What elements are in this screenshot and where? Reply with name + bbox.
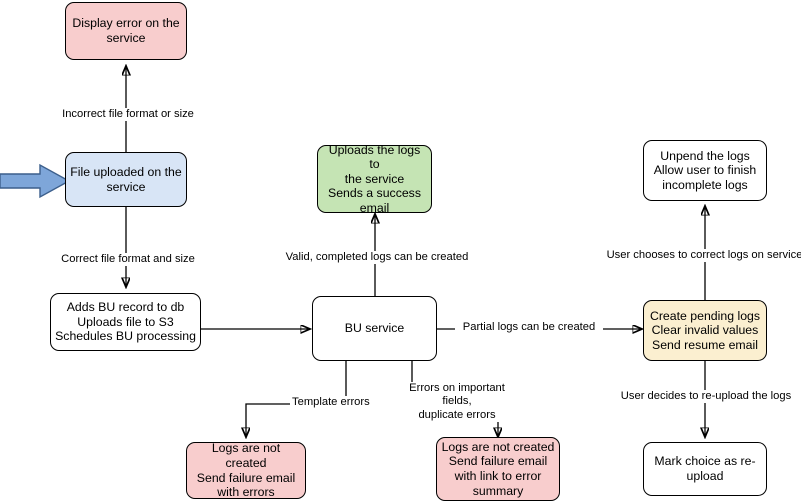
edge-label-partial-logs: Partial logs can be created xyxy=(455,321,603,335)
edge-label-correct-format: Correct file format and size xyxy=(56,253,200,267)
edge-label-valid-logs: Valid, completed logs can be created xyxy=(279,251,475,265)
edge-label-user-corrects: User chooses to correct logs on service xyxy=(604,249,801,263)
edge-label-user-reuploads: User decides to re-upload the logs xyxy=(612,390,800,404)
node-uploads-logs[interactable]: Uploads the logs to the service Sends a … xyxy=(317,143,432,215)
node-file-uploaded[interactable]: File uploaded on the service xyxy=(65,152,187,207)
edge-label-incorrect-format: Incorrect file format or size xyxy=(56,108,200,122)
edge-label-important-errors: Errors on important fields, duplicate er… xyxy=(392,382,522,423)
node-create-pending-logs[interactable]: Create pending logs Clear invalid values… xyxy=(643,300,767,361)
node-adds-bu-record[interactable]: Adds BU record to db Uploads file to S3 … xyxy=(50,293,201,351)
node-logs-not-created-template[interactable]: Logs are not created Send failure email … xyxy=(186,441,306,499)
node-logs-not-created-fields[interactable]: Logs are not created Send failure email … xyxy=(436,437,560,501)
node-unpend-logs[interactable]: Unpend the logs Allow user to finish inc… xyxy=(643,140,767,201)
node-mark-choice[interactable]: Mark choice as re- upload xyxy=(643,442,767,496)
node-display-error[interactable]: Display error on the service xyxy=(65,2,187,60)
entry-arrow-icon xyxy=(0,163,70,199)
node-bu-service[interactable]: BU service xyxy=(312,296,437,361)
edge-label-template-errors: Template errors xyxy=(290,396,380,410)
